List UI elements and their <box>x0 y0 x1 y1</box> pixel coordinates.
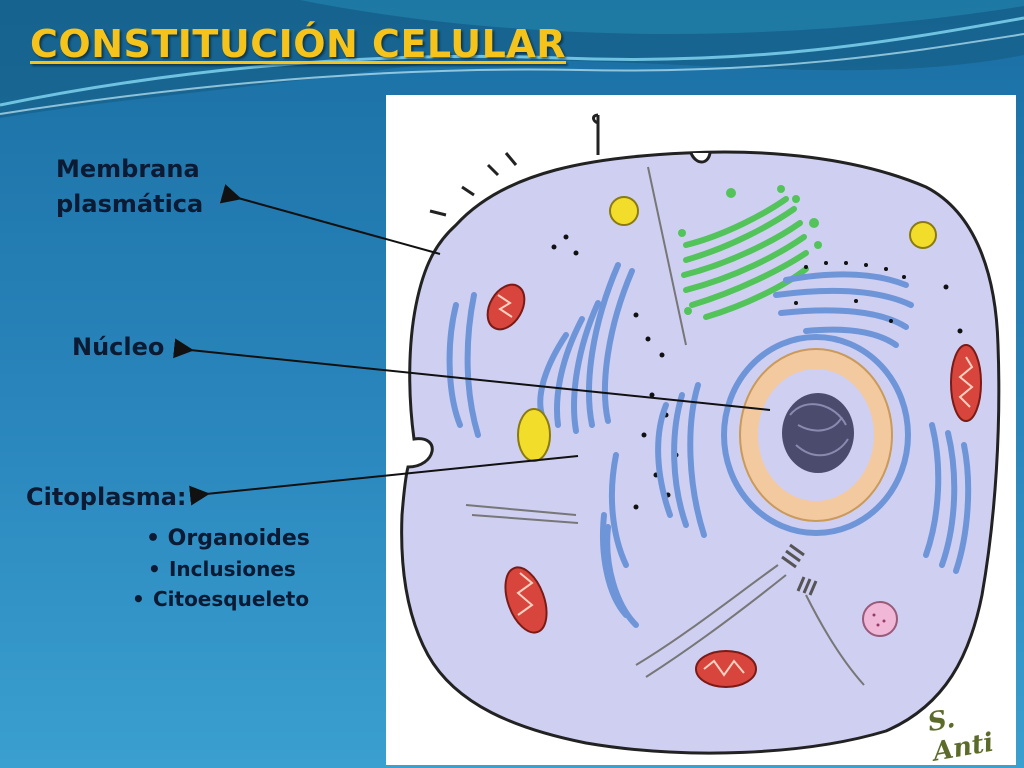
rough-er-top <box>773 271 914 348</box>
cytoplasm-list: • Organoides • Inclusiones • Citoesquele… <box>130 526 310 617</box>
bullet-glyph: • <box>146 526 161 551</box>
slide-title: CONSTITUCIÓN CELULAR <box>30 22 567 66</box>
list-item-label: Citoesqueleto <box>152 587 310 611</box>
label-cytoplasm: Citoplasma: <box>26 483 187 511</box>
label-nucleus: Núcleo <box>72 333 165 361</box>
golgi-apparatus <box>681 196 809 320</box>
list-item: • Citoesqueleto <box>132 587 310 611</box>
bullet-glyph: • <box>132 587 145 611</box>
cytoskeleton <box>465 166 865 686</box>
mitochondria-cristae <box>497 294 974 677</box>
list-item: • Inclusiones <box>148 557 310 581</box>
cell-membrane <box>400 150 1001 755</box>
header-waves <box>0 0 1024 118</box>
list-item: • Organoides <box>146 526 310 551</box>
cell-illustration-panel <box>386 95 1016 765</box>
cell-illustration <box>400 113 1001 755</box>
label-membrane: Membrana plasmática <box>56 152 203 222</box>
centrioles <box>781 543 818 596</box>
list-item-label: Inclusiones <box>168 557 296 581</box>
golgi-vesicles <box>678 185 822 315</box>
lysosome <box>862 601 898 637</box>
label-membrane-line2: plasmática <box>56 189 204 218</box>
nucleus <box>721 334 911 536</box>
list-item-label: Organoides <box>167 526 310 551</box>
label-membrane-line1: Membrana <box>56 155 200 183</box>
bullet-glyph: • <box>148 557 161 581</box>
